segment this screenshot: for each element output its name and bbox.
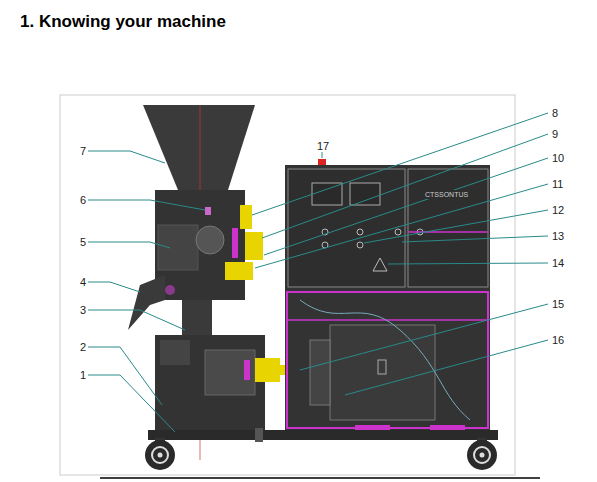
- callout-number: 8: [552, 107, 558, 119]
- callout-number: 10: [552, 152, 564, 164]
- callout-number: 16: [552, 334, 564, 346]
- callout-number: 6: [80, 194, 86, 206]
- callout-number: 3: [80, 304, 86, 316]
- callout-number: 9: [552, 128, 558, 140]
- callout-number: 12: [552, 204, 564, 216]
- callout-number: 17: [317, 140, 329, 152]
- section-title: 1. Knowing your machine: [20, 12, 226, 32]
- callout-number: 14: [552, 257, 564, 269]
- callout-number: 5: [80, 236, 86, 248]
- callout-number: 4: [80, 276, 86, 288]
- callout-number: 11: [552, 178, 563, 190]
- callout-number: 2: [80, 341, 86, 353]
- callout-number: 13: [552, 230, 564, 242]
- callout-number: 7: [80, 145, 86, 157]
- callout-number: 15: [552, 298, 564, 310]
- panel-brand: CTSSONTUS: [424, 190, 469, 199]
- callout-number: 1: [80, 369, 86, 381]
